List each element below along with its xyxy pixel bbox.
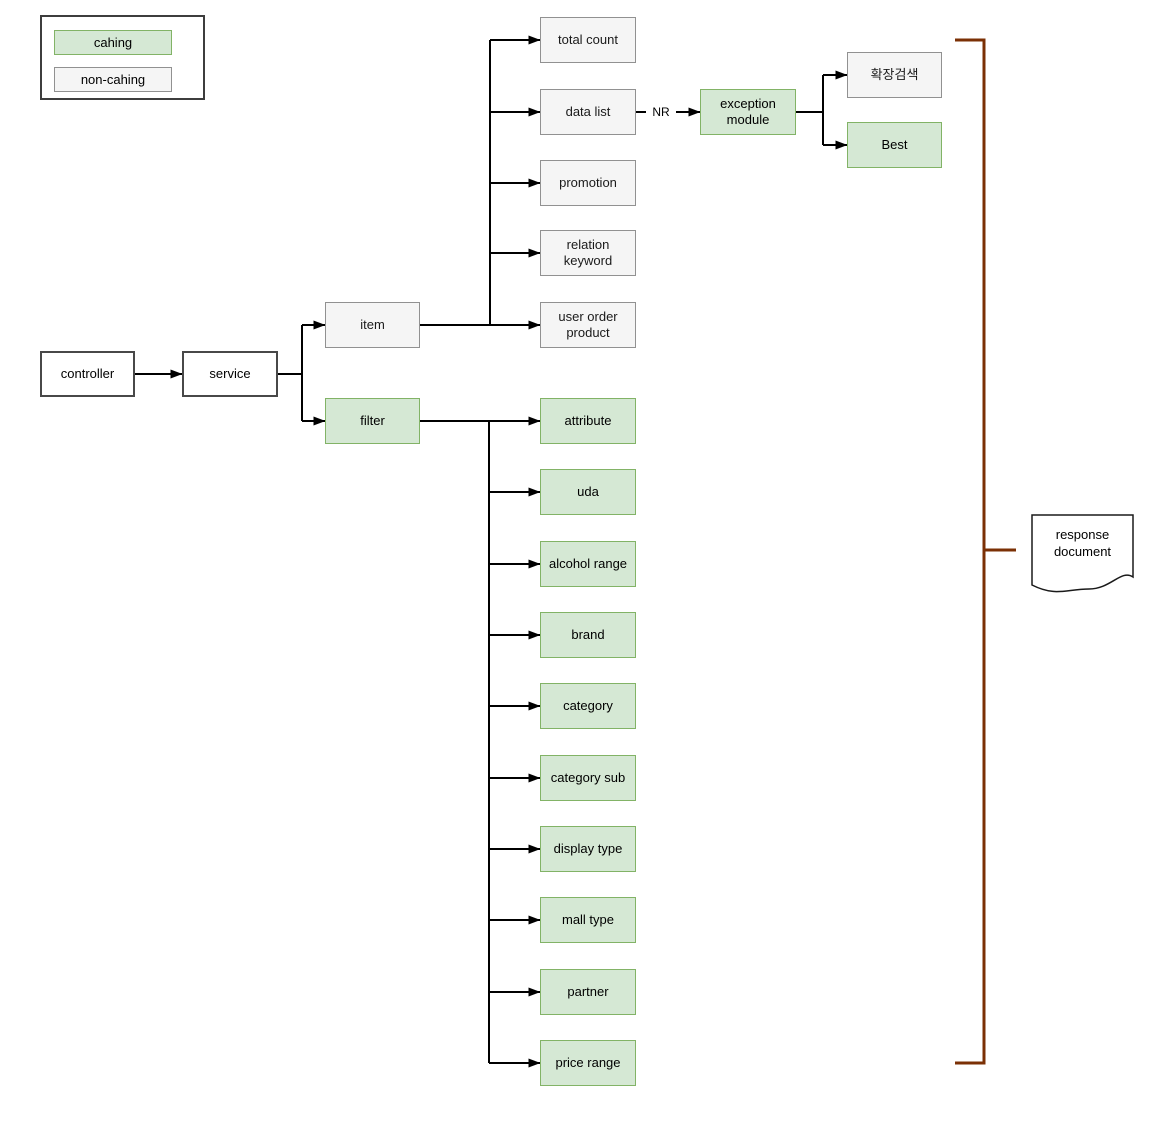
node-relation-keyword: relation keyword [540,230,636,276]
edge-exception-split [796,75,824,145]
node-user-order-product: user order product [540,302,636,348]
node-exception-module: exception module [700,89,796,135]
node-category: category [540,683,636,729]
node-price-range: price range [540,1040,636,1086]
edge-filter-trunk [420,420,490,1063]
output-bracket [955,38,986,1065]
node-category-sub: category sub [540,755,636,801]
legend-cached-label: cahing [93,35,133,50]
node-controller: controller [40,351,135,397]
node-attribute: attribute [540,398,636,444]
node-filter: filter [325,398,420,444]
node-partner: partner [540,969,636,1015]
node-data-list: data list [540,89,636,135]
legend-non-cached-swatch: non-cahing [54,67,172,92]
node-service: service [182,351,278,397]
edge-service-split [278,325,303,421]
node-mall-type: mall type [540,897,636,943]
node-total-count: total count [540,17,636,63]
legend-cached-swatch: cahing [54,30,172,55]
node-response-document: response document [1053,527,1112,559]
node-brand: brand [540,612,636,658]
node-expanded-search: 확장검색 [847,52,942,98]
response-document-shape [1031,514,1134,593]
legend: cahing non-cahing [40,15,205,100]
node-best: Best [847,122,942,168]
node-item: item [325,302,420,348]
legend-non-cached-label: non-cahing [80,72,146,87]
node-uda: uda [540,469,636,515]
edge-item-trunk [420,40,491,326]
node-alcohol-range: alcohol range [540,541,636,587]
edge-label-nr: NR [646,102,676,122]
node-promotion: promotion [540,160,636,206]
node-display-type: display type [540,826,636,872]
